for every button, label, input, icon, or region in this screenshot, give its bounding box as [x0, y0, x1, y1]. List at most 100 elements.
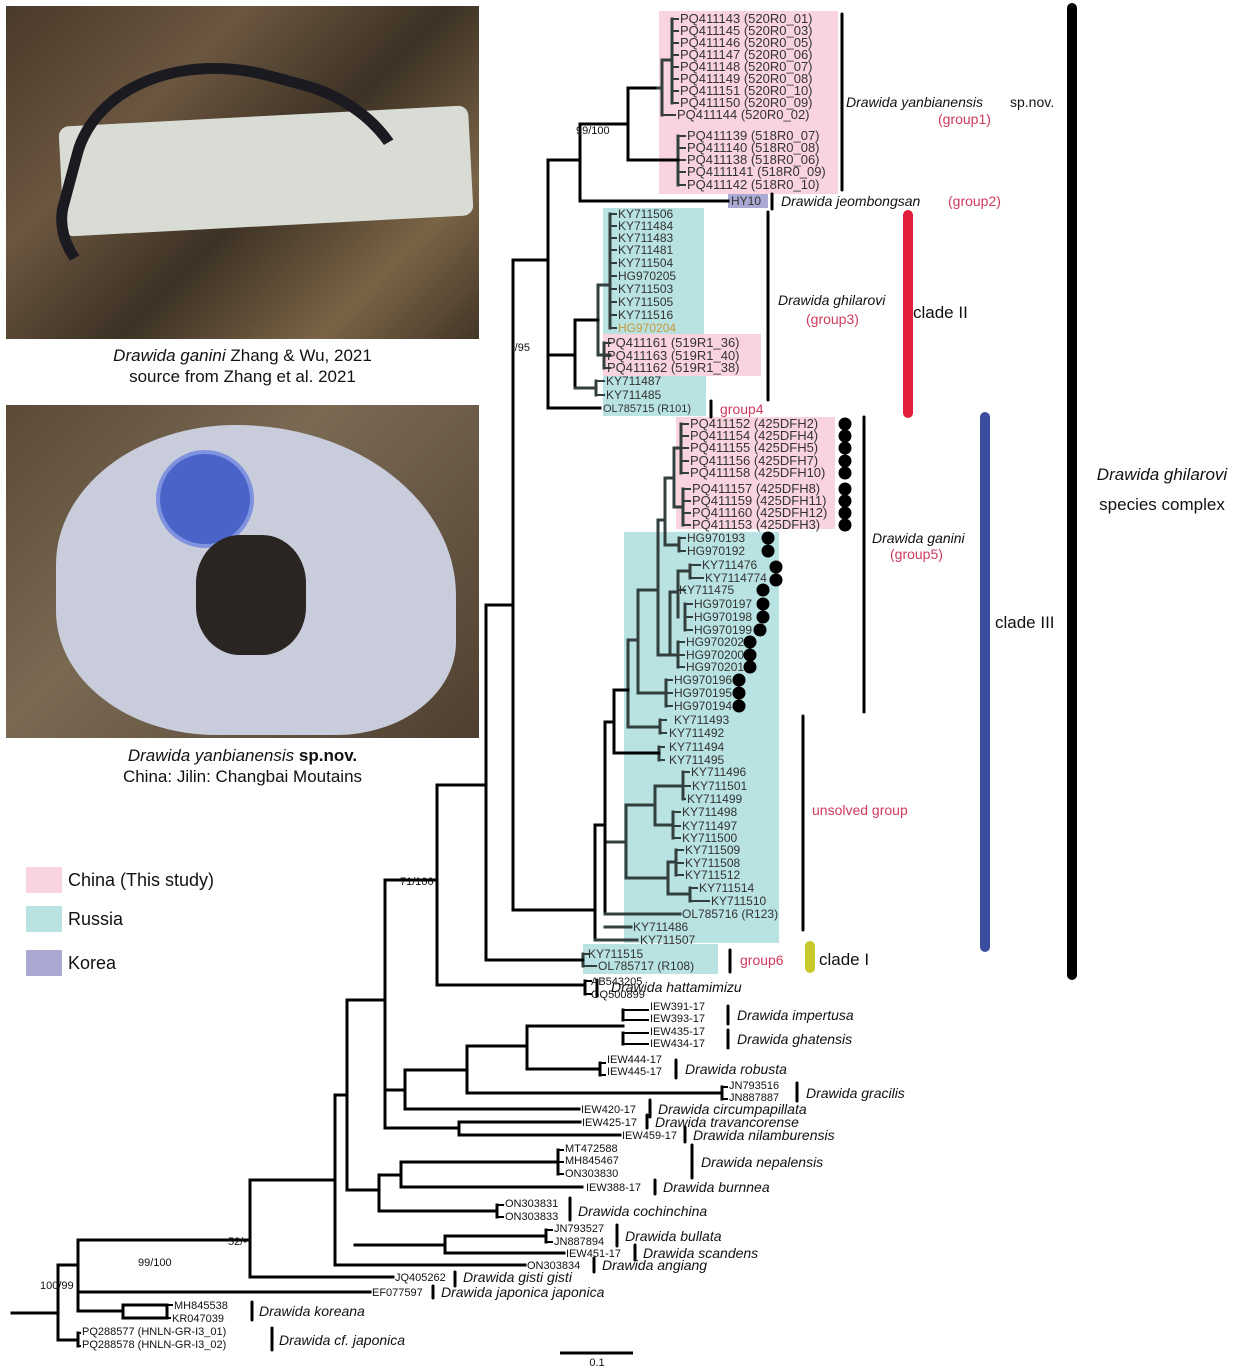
group6-tag: group6 — [740, 952, 784, 968]
group5-species: Drawida ganini — [872, 530, 965, 546]
group2-species: Drawida jeombongsan — [781, 193, 921, 209]
tip-label: IEW393-17 — [650, 1013, 705, 1025]
specimen-dot — [754, 624, 767, 637]
support-value: 100/99 — [40, 1280, 74, 1292]
group1-species: Drawida yanbianensis — [846, 94, 983, 110]
complex-label-2: species complex — [1099, 495, 1225, 514]
species-label: Drawida nilamburensis — [693, 1127, 835, 1143]
tip-label: HG970195 — [674, 686, 732, 700]
tip-label: IEW459-17 — [622, 1130, 677, 1142]
tip-label: KY711496 — [691, 765, 746, 779]
tip-label: IEW444-17 — [607, 1054, 662, 1066]
support-value: 52/- — [228, 1236, 247, 1248]
specimen-dot — [839, 507, 852, 520]
tip-labels: PQ411143 (520R0_01)PQ411145 (520R0_03)PQ… — [82, 11, 827, 1351]
specimen-dot — [839, 483, 852, 496]
tip-label: HY10 — [731, 194, 761, 208]
tip-label: ON303833 — [505, 1211, 558, 1223]
tip-label: IEW435-17 — [650, 1026, 705, 1038]
tip-label: KY711485 — [606, 388, 661, 402]
tip-label: PQ411158 (425DFH10) — [690, 465, 825, 480]
tip-label: JN793527 — [554, 1223, 604, 1235]
specimen-dot — [762, 545, 775, 558]
support-value: 99/100 — [576, 125, 610, 137]
tip-label: OL785716 (R123) — [682, 907, 778, 921]
tip-label: HG970201 — [686, 660, 744, 674]
tip-label: MH845538 — [174, 1300, 228, 1312]
species-label: Drawida cf. japonica — [279, 1332, 405, 1348]
tip-label: IEW445-17 — [607, 1066, 662, 1078]
tip-label: KY711475 — [679, 583, 734, 597]
tip-label: HG970194 — [674, 699, 732, 713]
specimen-dot — [839, 495, 852, 508]
tip-label: KY711514 — [699, 881, 754, 895]
specimen-dot — [839, 519, 852, 532]
specimen-dot — [733, 700, 746, 713]
clade3-label: clade III — [995, 613, 1055, 632]
tip-label: IEW425-17 — [582, 1117, 637, 1129]
clade1-label: clade I — [819, 950, 869, 969]
tip-label: KY711481 — [618, 243, 673, 257]
tip-label: HG970202 — [686, 635, 744, 649]
tip-label: KY711493 — [674, 713, 729, 727]
tip-label: JN793516 — [729, 1080, 779, 1092]
clade2-label: clade II — [913, 303, 968, 322]
tip-label: MT472588 — [565, 1143, 618, 1155]
tip-label: KY711498 — [682, 805, 737, 819]
group5-tag: (group5) — [890, 546, 943, 562]
tip-label: KY711487 — [606, 374, 661, 388]
specimen-dot — [839, 455, 852, 468]
tip-label: HG970198 — [694, 610, 752, 624]
tip-label: KY711492 — [669, 726, 724, 740]
tip-label: PQ411162 (519R1_38) — [607, 360, 740, 375]
species-label: Drawida gracilis — [806, 1085, 905, 1101]
specimen-dot — [839, 442, 852, 455]
tip-label: HG970192 — [687, 544, 745, 558]
support-value: 71/100 — [400, 876, 434, 888]
species-label: Drawida robusta — [685, 1061, 787, 1077]
species-label: Drawida nepalensis — [701, 1154, 823, 1170]
tip-label: HG970205 — [618, 269, 676, 283]
tip-label: HG970204 — [618, 321, 676, 335]
specimen-dot — [770, 574, 783, 587]
specimen-dot — [744, 661, 757, 674]
tip-label: MH845467 — [565, 1155, 619, 1167]
tip-label: HG970193 — [687, 531, 745, 545]
tip-label: IEW434-17 — [650, 1038, 705, 1050]
unsolved-label: unsolved group — [812, 802, 908, 818]
scale-label: 0.1 — [589, 1357, 604, 1369]
tip-label: EF077597 — [372, 1287, 423, 1299]
group4-tag: group4 — [720, 401, 764, 417]
tip-label: KR047039 — [172, 1313, 224, 1325]
tip-label: HG970197 — [694, 597, 752, 611]
tip-label: IEW420-17 — [581, 1104, 636, 1116]
species-label: Drawida impertusa — [737, 1007, 854, 1023]
tip-label: KY711512 — [685, 868, 740, 882]
tip-label: OL785717 (R108) — [598, 959, 694, 973]
tip-label: KY711476 — [702, 558, 757, 572]
tip-label: PQ411142 (518R0_10) — [687, 177, 820, 192]
specimen-dot — [744, 636, 757, 649]
species-label: Drawida gisti gisti — [463, 1269, 573, 1285]
tip-label: KY711509 — [685, 843, 740, 857]
specimen-dot — [839, 467, 852, 480]
specimen-dot — [839, 418, 852, 431]
tip-label: PQ411144 (520R0_02) — [677, 107, 810, 122]
tip-label: HG970196 — [674, 673, 732, 687]
tip-label: KY711503 — [618, 282, 673, 296]
group3-tag: (group3) — [806, 311, 859, 327]
tip-label: KY711494 — [669, 740, 724, 754]
specimen-dot — [757, 598, 770, 611]
species-label: Drawida ghatensis — [737, 1031, 852, 1047]
tip-label: IEW391-17 — [650, 1001, 705, 1013]
tip-label: KY711505 — [618, 295, 673, 309]
tip-label: KY711499 — [687, 792, 742, 806]
species-label: Drawida bullata — [625, 1228, 722, 1244]
tip-label: IEW388-17 — [586, 1182, 641, 1194]
specimen-dot — [757, 584, 770, 597]
tip-label: KY711486 — [633, 920, 688, 934]
tip-label: JN887894 — [554, 1236, 604, 1248]
species-label: Drawida burnnea — [663, 1179, 770, 1195]
specimen-dot — [733, 674, 746, 687]
